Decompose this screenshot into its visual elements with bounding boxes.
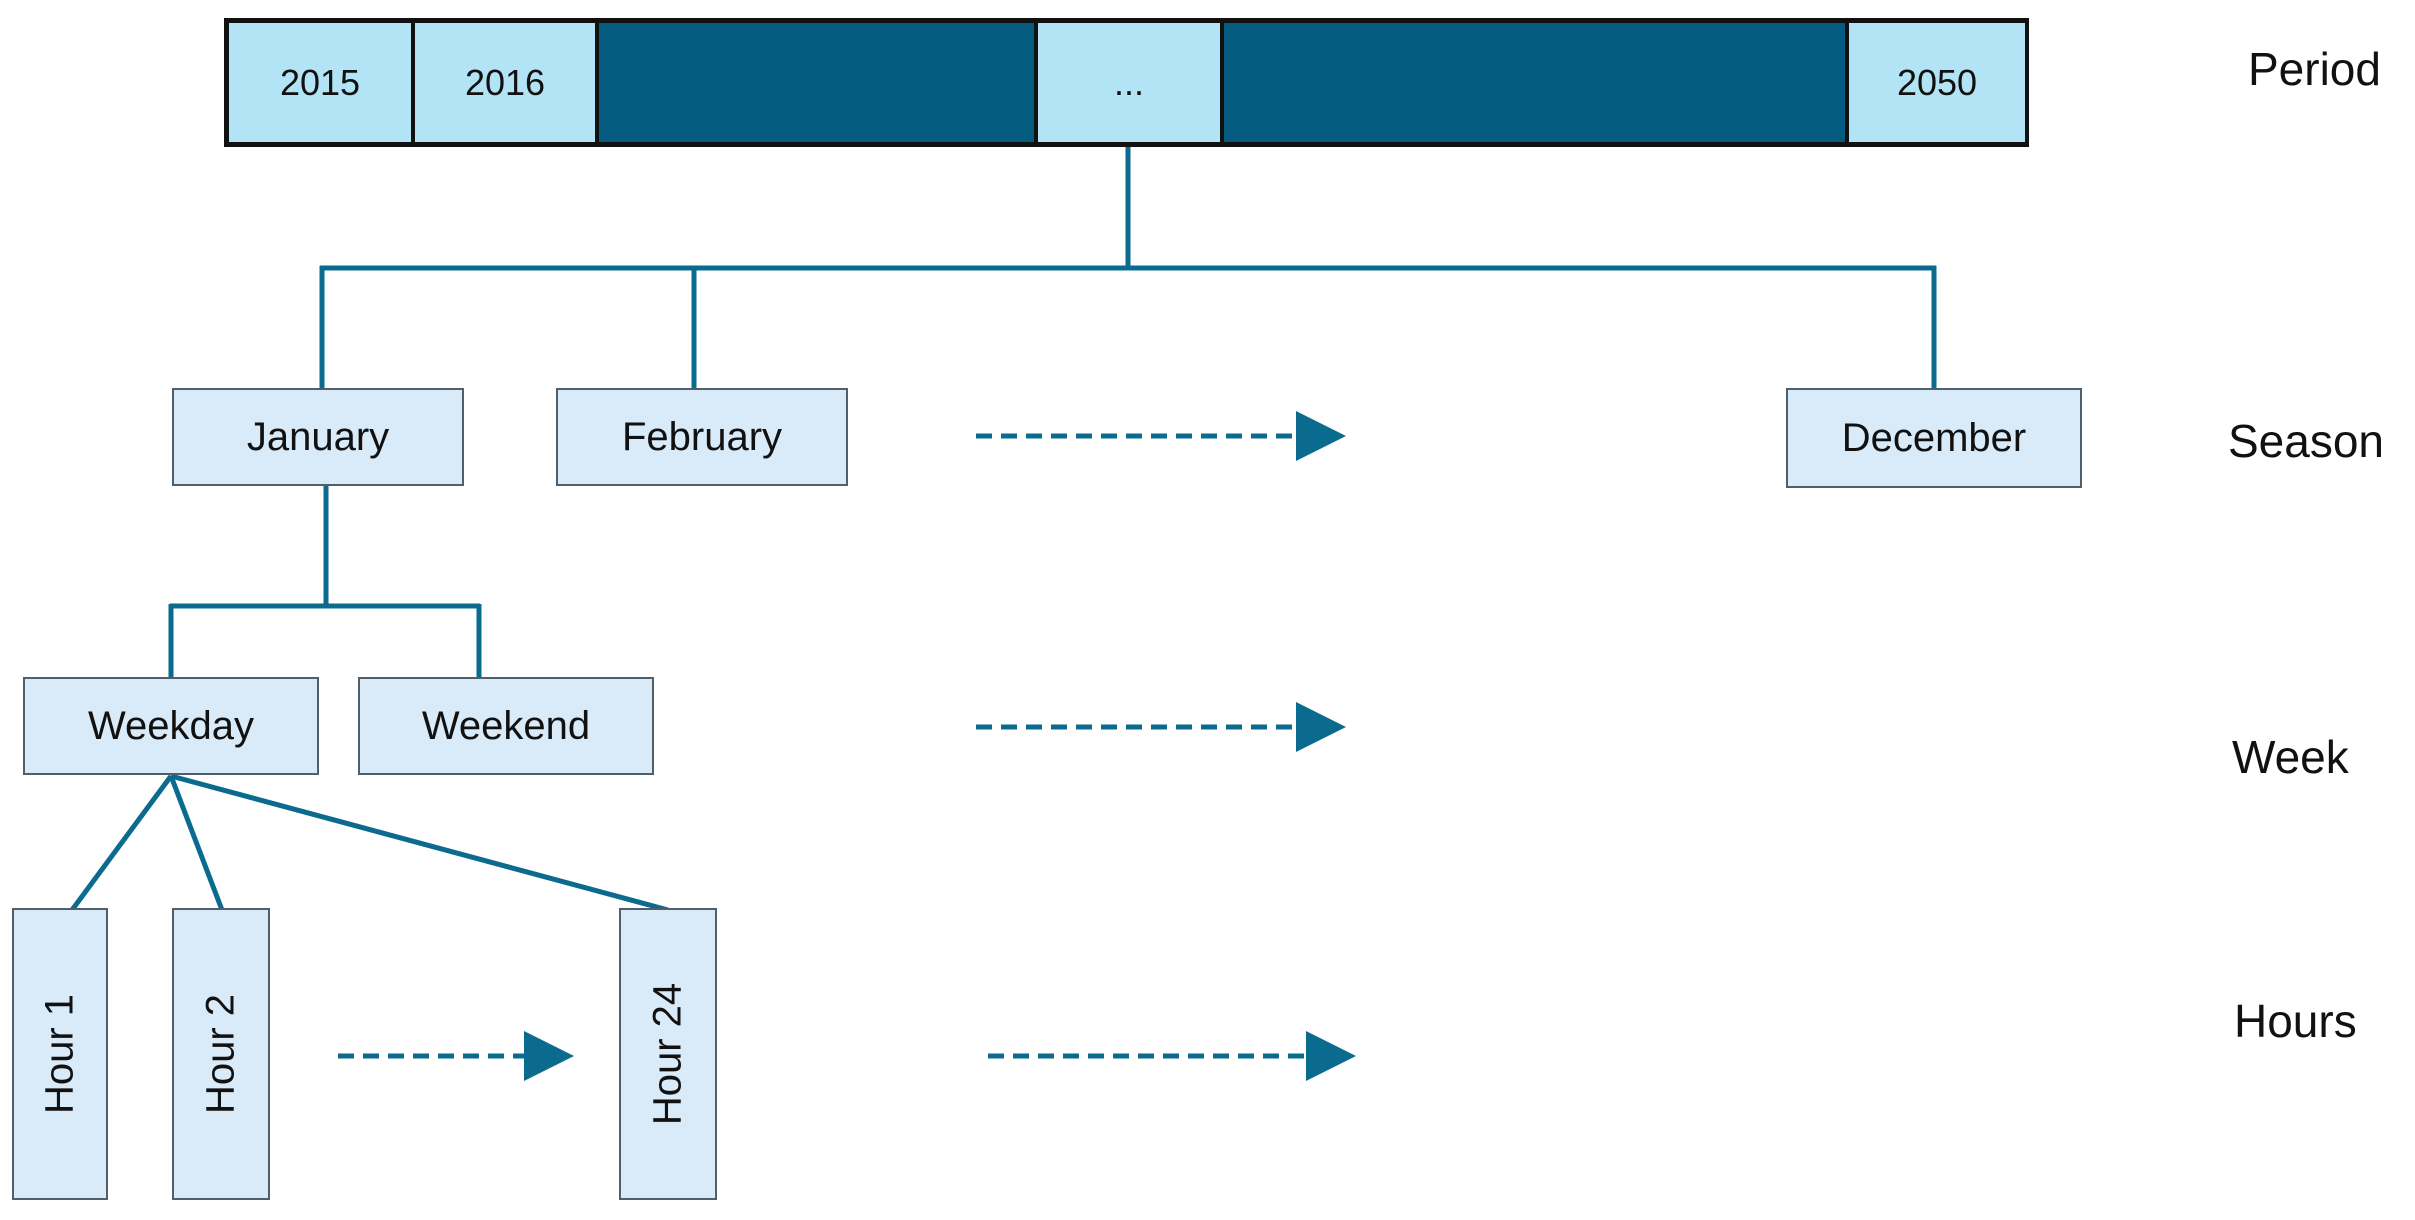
- period-bar: 2015 2016 ... 2050: [224, 18, 2029, 147]
- season-box-january: January: [172, 388, 464, 486]
- hour-label: Hour 2: [198, 993, 243, 1115]
- level-label-season: Season: [2228, 415, 2385, 467]
- level-label-hours: Hours: [2234, 995, 2357, 1047]
- period-cell: 2016: [411, 23, 599, 142]
- hour-label: Hour 1: [37, 993, 82, 1115]
- level-label-period: Period: [2248, 43, 2381, 95]
- hour-box-2: Hour 2: [172, 908, 270, 1200]
- period-cell: 2015: [225, 23, 415, 142]
- period-cell: 2050: [1845, 23, 2029, 142]
- week-box-weekday: Weekday: [23, 677, 319, 775]
- hour-branch-1: [69, 774, 174, 912]
- season-box-december: December: [1786, 388, 2082, 488]
- hour-box-24: Hour 24: [619, 908, 717, 1200]
- season-box-february: February: [556, 388, 848, 486]
- hour-label: Hour 24: [645, 982, 690, 1126]
- level-label-week: Week: [2232, 731, 2349, 783]
- week-box-weekend: Weekend: [358, 677, 654, 775]
- hour-branch-24: [170, 773, 669, 913]
- period-cell: ...: [1034, 23, 1224, 142]
- hour-box-1: Hour 1: [12, 908, 108, 1200]
- hour-branch-2: [168, 775, 225, 911]
